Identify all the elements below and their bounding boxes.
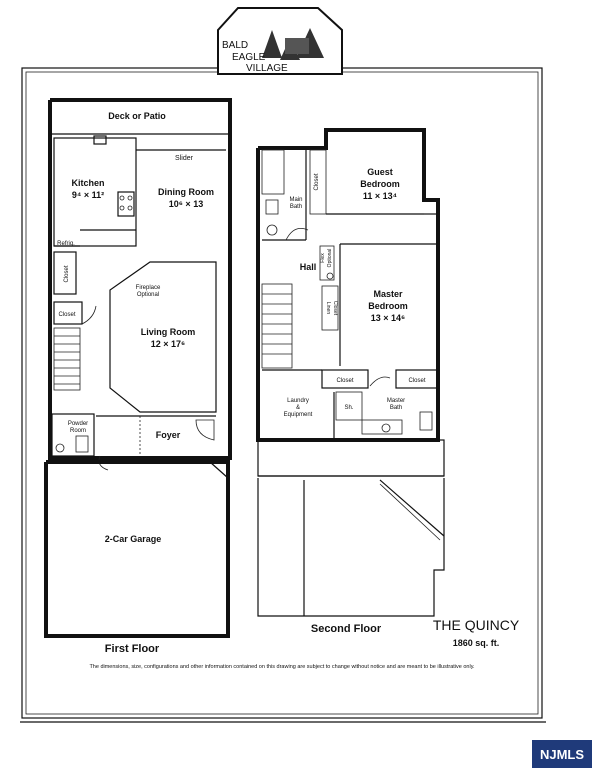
closet-label-2: Closet [58,312,75,318]
guest-dim: 11 × 13⁴ [363,191,397,201]
master-label-2: Bedroom [368,301,408,311]
model-name: THE QUINCY [433,617,520,633]
guest-label-2: Bedroom [360,179,400,189]
master-dim: 13 × 14⁶ [371,313,405,323]
first-floor-plan [44,98,232,638]
logo-line2: EAGLE [232,52,266,63]
guest-label-1: Guest [367,167,393,177]
second-floor-plan [256,128,445,617]
dining-label: Dining Room [158,187,214,197]
second-floor-title: Second Floor [311,623,382,635]
kitchen-label: Kitchen [71,178,104,188]
living-label: Living Room [141,327,196,337]
shower-label: Sh. [344,405,353,411]
model-info: THE QUINCY 1860 sq. ft. [433,617,520,648]
logo-line1: BALD [222,40,248,51]
living-dim: 12 × 17⁶ [151,339,185,349]
hall-label: Hall [300,262,317,272]
fireplace-label-1: Fireplace [136,285,161,291]
second-floor-labels: Main Bath Closet Guest Bedroom 11 × 13⁴ … [284,167,426,635]
closet-a-label: Closet [336,378,353,384]
laundry-label-3: Equipment [284,412,313,418]
logo-line3: VILLAGE [246,63,288,74]
first-floor-labels: Deck or Patio Kitchen 9⁴ × 11² Slider Di… [57,111,214,655]
laundry-label-1: Laundry [287,398,309,404]
flex-label-2: Optional [327,249,333,268]
garage-label: 2-Car Garage [105,534,162,544]
kitchen-dim: 9⁴ × 11² [72,190,104,200]
closet-label-1: Closet [64,265,70,282]
linen-label-1: Linen [325,302,331,314]
powder-label-1: Powder [68,421,88,427]
dining-dim: 10⁶ × 13 [169,199,203,209]
master-bath-label-1: Master [387,398,405,404]
disclaimer-text: The dimensions, size, configurations and… [89,664,475,670]
model-area: 1860 sq. ft. [453,638,500,648]
linen-label-2: Closet [332,301,338,316]
laundry-label-2: & [296,405,300,411]
main-bath-label-1: Main [289,197,302,203]
slider-label: Slider [175,155,194,162]
closet-b-label: Closet [408,378,425,384]
master-label-1: Master [373,289,403,299]
bald-eagle-village-logo: BALD EAGLE VILLAGE [217,7,343,75]
refrig-label: Refrig. [57,241,75,247]
flex-label-1: Flex [320,253,326,263]
foyer-label: Foyer [156,430,181,440]
njmls-watermark: NJMLS [532,740,592,768]
guest-closet-label: Closet [314,173,320,190]
deck-label: Deck or Patio [108,111,166,121]
first-floor-title: First Floor [105,643,160,655]
powder-label-2: Room [70,428,86,434]
master-bath-label-2: Bath [390,405,402,411]
fireplace-label-2: Optional [137,292,159,298]
main-bath-label-2: Bath [290,204,302,210]
